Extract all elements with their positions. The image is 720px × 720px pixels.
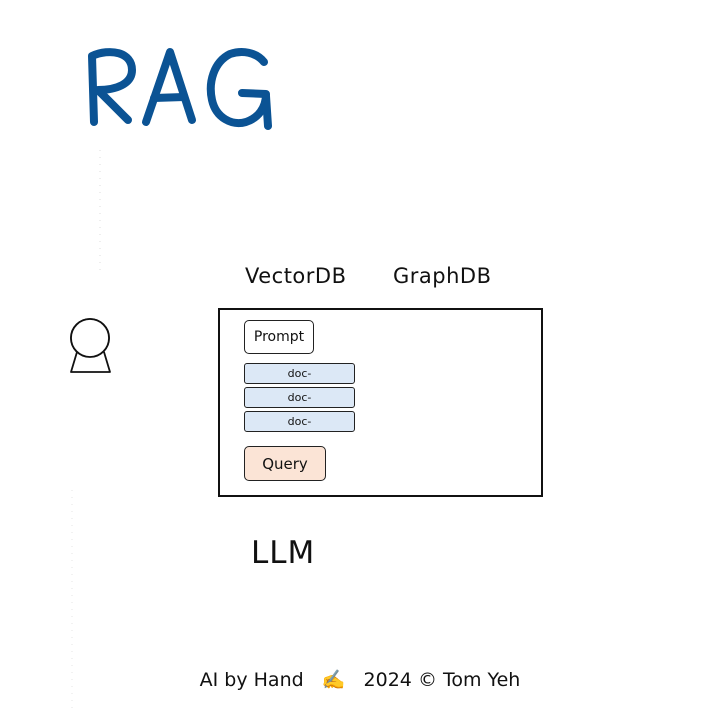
doc-chunk-1: doc- xyxy=(244,363,355,384)
doc-chunk-3: doc- xyxy=(244,411,355,432)
context-window-box xyxy=(218,308,543,497)
writing-hand-icon: ✍️ xyxy=(321,669,346,691)
llm-label: LLM xyxy=(251,535,316,571)
rag-title-handwritten xyxy=(88,48,272,130)
page-title: RAG xyxy=(0,0,1,1)
doc-chunk-2: doc- xyxy=(244,387,355,408)
faint-dotted-guide xyxy=(71,150,101,710)
prompt-label: Prompt xyxy=(253,329,305,345)
person-icon xyxy=(70,318,111,373)
doc-label: doc- xyxy=(287,391,312,404)
query-box: Query xyxy=(244,446,326,481)
doc-label: doc- xyxy=(287,367,312,380)
footer-copyright: 2024 © Tom Yeh xyxy=(363,669,521,691)
prompt-box: Prompt xyxy=(244,320,314,354)
vectordb-label: VectorDB xyxy=(245,264,347,288)
graphdb-label: GraphDB xyxy=(393,264,492,288)
footer-brand: AI by Hand xyxy=(199,669,304,691)
query-label: Query xyxy=(262,454,308,473)
doc-label: doc- xyxy=(287,415,312,428)
footer-credit: AI by Hand ✍️ 2024 © Tom Yeh xyxy=(0,668,720,691)
